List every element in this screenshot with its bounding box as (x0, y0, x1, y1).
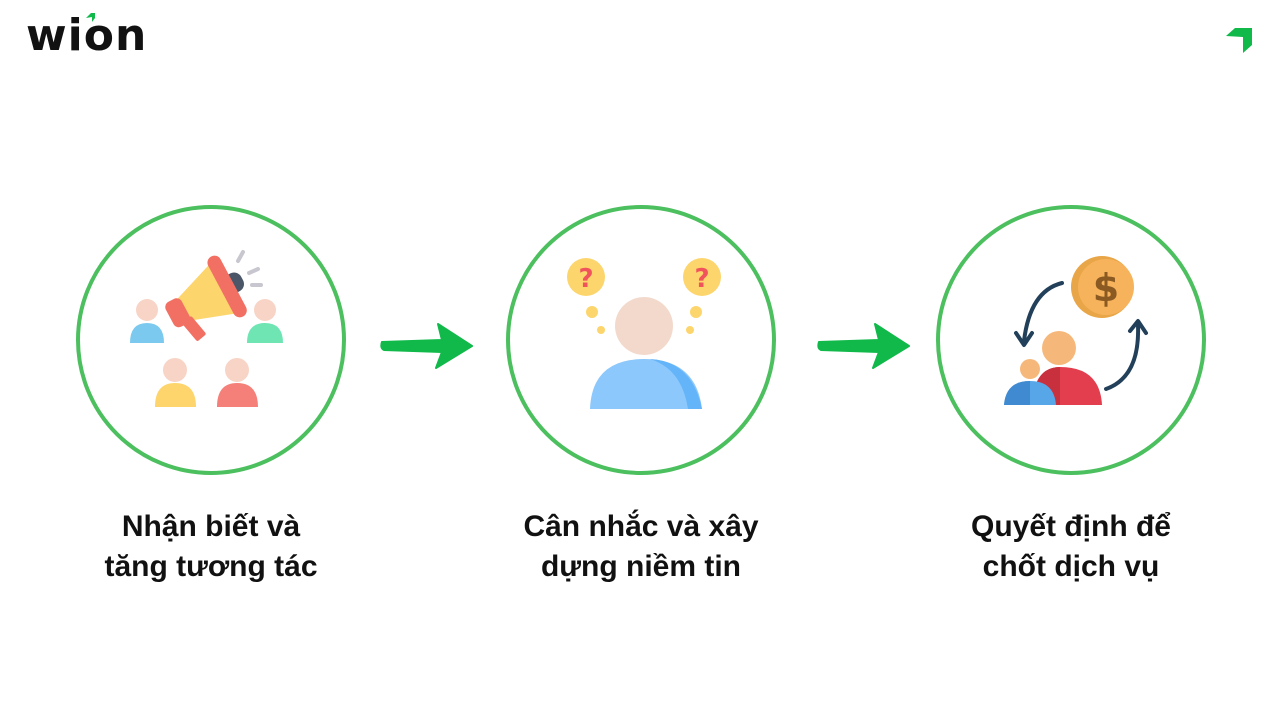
step-label-line2: tăng tương tác (104, 550, 318, 583)
step-label-line1: Quyết định để (970, 510, 1171, 543)
step-label-line1: Cân nhắc và xây (523, 510, 759, 543)
step-label: Nhận biết và tăng tương tác (36, 507, 386, 587)
step-circle: ? ? (506, 205, 776, 475)
step-label-line1: Nhận biết và (121, 510, 301, 543)
step-label: Cân nhắc và xây dựng niềm tin (466, 507, 816, 587)
step-label-line2: dựng niềm tin (540, 550, 742, 583)
brand-arrow-mark-icon (1226, 28, 1252, 53)
step-consideration: ? ? Cân nhắc và xây dựng niềm tin (506, 205, 778, 583)
arrow-right-icon (380, 323, 473, 369)
logo-accent-icon (86, 13, 95, 22)
step-awareness: Nhận biết và tăng tương tác (76, 205, 348, 583)
wion-logo: wion (26, 12, 158, 58)
step-label-line2: chốt dịch vụ (982, 550, 1160, 583)
person-questions-icon: ? ? (567, 258, 721, 409)
step-circle (76, 205, 346, 475)
svg-text:?: ? (578, 264, 593, 294)
people-money-exchange-icon: $ (1004, 256, 1148, 405)
svg-text:?: ? (694, 264, 709, 294)
arrow-right-icon (817, 323, 910, 369)
svg-text:$: $ (1093, 266, 1119, 310)
step-decision: $ Quyết định để chốt dịch vụ (936, 205, 1208, 583)
step-circle: $ (936, 205, 1206, 475)
megaphone-audience-icon (130, 250, 283, 407)
logo-text: wion (26, 10, 148, 61)
step-label: Quyết định để chốt dịch vụ (896, 507, 1246, 587)
